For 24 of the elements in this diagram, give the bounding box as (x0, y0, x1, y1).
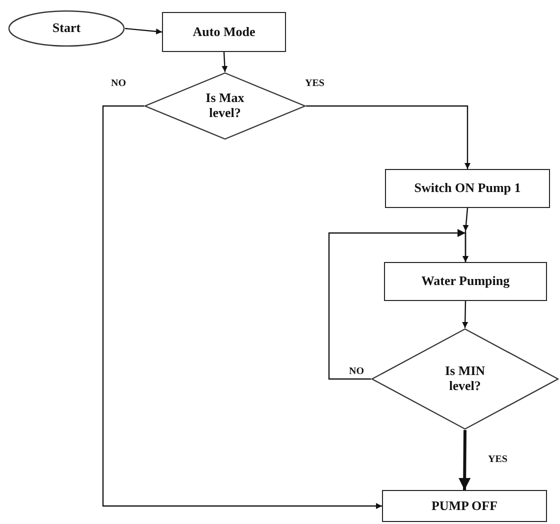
start-ellipse (8, 10, 125, 47)
arrow (222, 52, 228, 72)
node-text: Is MIN level? (444, 364, 486, 394)
process-box (384, 262, 547, 301)
arrow (102, 105, 382, 509)
edge-label: YES (304, 78, 326, 89)
arrow (306, 105, 470, 169)
edge-label: NO (348, 366, 365, 377)
node-text: Is Max level? (204, 91, 246, 121)
process-box (382, 490, 547, 522)
arrow (124, 28, 162, 34)
edge-label: NO (110, 78, 127, 89)
arrow (462, 300, 468, 328)
node-text: Auto Mode (192, 24, 256, 40)
decision-diamond (371, 328, 559, 430)
decision-diamond (144, 72, 306, 140)
process-box (385, 169, 550, 208)
node-text: Switch ON Pump 1 (413, 181, 522, 196)
node-text: PUMP OFF (430, 498, 499, 514)
edge-label: YES (487, 454, 508, 465)
node-text: Water Pumping (420, 274, 511, 289)
node-text: Start (51, 21, 82, 36)
arrow (458, 430, 471, 490)
process-box (162, 12, 286, 52)
